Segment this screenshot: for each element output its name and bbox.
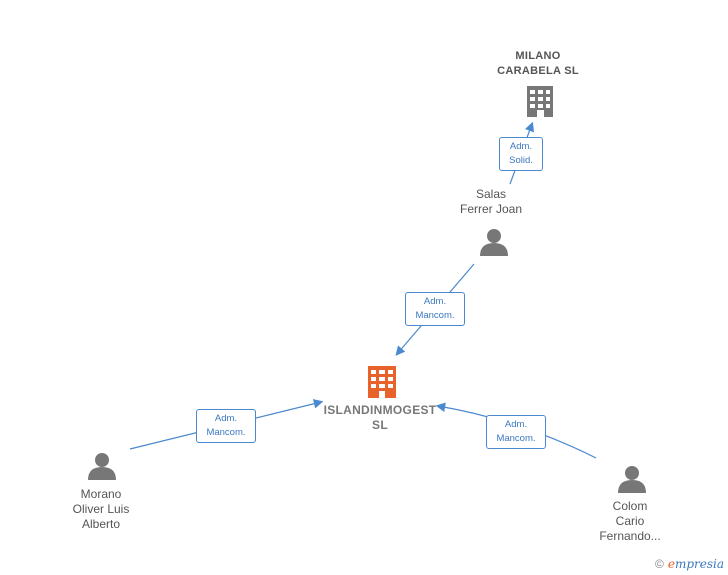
edge-label-salas-milano[interactable]: Adm. Solid. (499, 137, 543, 171)
node-label-line: SL (372, 418, 388, 432)
edge-label-salas-main[interactable]: Adm. Mancom. (405, 292, 465, 326)
edge-label-line: Adm. (509, 141, 533, 152)
edge-label-colom-main[interactable]: Adm. Mancom. (486, 415, 546, 449)
node-label-line: Cario (615, 514, 645, 528)
node-label-line: Colom (612, 499, 648, 513)
main-building-icon[interactable] (368, 366, 396, 398)
node-label-morano[interactable]: Morano Oliver Luis Alberto (56, 487, 146, 532)
edge-label-morano-main[interactable]: Adm. Mancom. (196, 409, 256, 443)
edge-label-line: Mancom. (415, 310, 455, 321)
edge-label-line: Solid. (509, 155, 533, 166)
node-label-line: ISLANDINMOGEST (323, 403, 437, 417)
person-icon[interactable] (480, 229, 508, 256)
node-label-line: Salas (475, 187, 507, 201)
node-label-line: Morano (80, 487, 122, 501)
node-label-line: Oliver Luis (72, 502, 130, 516)
edge-label-line: Adm. (214, 413, 238, 424)
edge-label-line: Mancom. (206, 427, 246, 438)
brand-footer[interactable]: ©empresia (655, 557, 724, 571)
node-label-line: Alberto (81, 517, 121, 531)
node-label-line: Fernando... (599, 529, 661, 543)
node-label-milano[interactable]: MILANO CARABELA SL (490, 49, 586, 79)
node-label-line: CARABELA SL (497, 65, 579, 77)
brand-logo-letter: e (667, 557, 675, 571)
node-label-salas[interactable]: Salas Ferrer Joan (446, 187, 536, 217)
copyright-symbol: © (654, 557, 664, 571)
node-label-colom[interactable]: Colom Cario Fernando... (586, 499, 674, 544)
node-label-line: Ferrer Joan (459, 202, 523, 216)
person-icon[interactable] (88, 453, 116, 480)
building-icon[interactable] (527, 86, 553, 117)
edge-label-line: Adm. (423, 296, 447, 307)
node-label-main[interactable]: ISLANDINMOGEST SL (316, 403, 444, 433)
node-label-line: MILANO (515, 50, 561, 62)
person-icon[interactable] (618, 466, 646, 493)
edge-label-line: Adm. (504, 419, 528, 430)
edge-label-line: Mancom. (496, 433, 536, 444)
brand-logo-text: mpresia (674, 557, 724, 571)
